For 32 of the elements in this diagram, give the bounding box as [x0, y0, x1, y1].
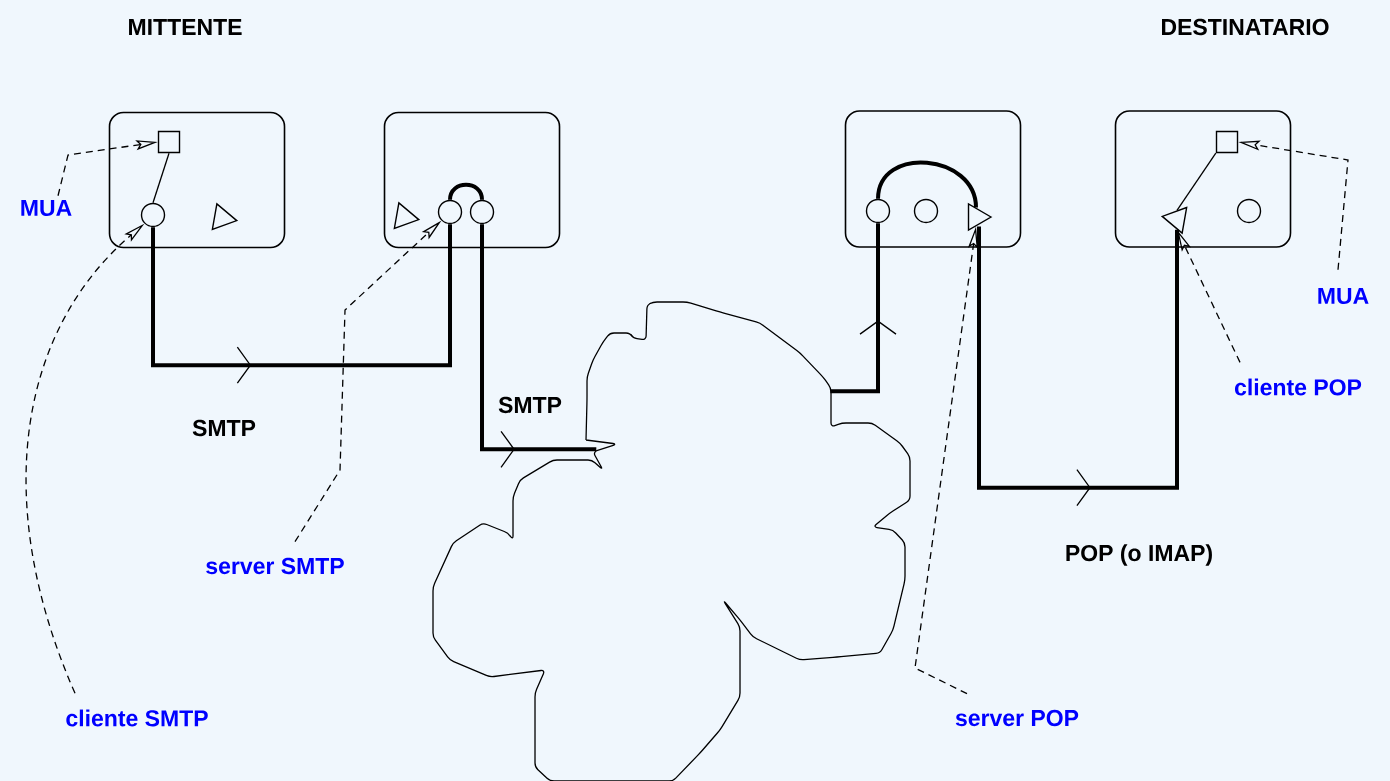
- edge-label: SMTP: [190, 417, 258, 439]
- heading: MITTENTE: [129, 19, 242, 35]
- circle-symbol: [913, 198, 939, 224]
- circle-symbol: [469, 199, 495, 225]
- role-label: cliente SMTP: [66, 709, 208, 727]
- role-label: MUA: [21, 199, 72, 216]
- connection-line: [977, 226, 1179, 507]
- edge-label: POP (o IMAP): [1062, 542, 1216, 568]
- square-symbol: [157, 130, 181, 154]
- edge-label: SMTP: [496, 394, 564, 416]
- role-label: cliente POP: [1235, 378, 1362, 396]
- connection-line: [448, 182, 484, 201]
- circle-symbol: [1236, 198, 1262, 224]
- connection-line: [876, 160, 978, 208]
- connection-line: [151, 224, 452, 384]
- circle-symbol: [865, 198, 891, 224]
- connection-line: [480, 224, 597, 468]
- role-label: server POP: [955, 709, 1079, 727]
- square-symbol: [1215, 130, 1239, 154]
- link-line: [1176, 152, 1217, 211]
- host-box: [1114, 110, 1292, 248]
- host-box: [844, 110, 1022, 248]
- connection-line: [830, 223, 897, 394]
- heading: DESTINATARIO: [1162, 18, 1329, 36]
- circle-symbol: [437, 199, 463, 225]
- circle-symbol: [140, 202, 166, 228]
- cloud: [432, 301, 911, 781]
- link-line: [152, 152, 170, 204]
- host-box: [383, 111, 561, 249]
- role-label: server SMTP: [206, 557, 344, 575]
- host-box: [108, 111, 286, 249]
- role-label: MUA: [1318, 287, 1369, 304]
